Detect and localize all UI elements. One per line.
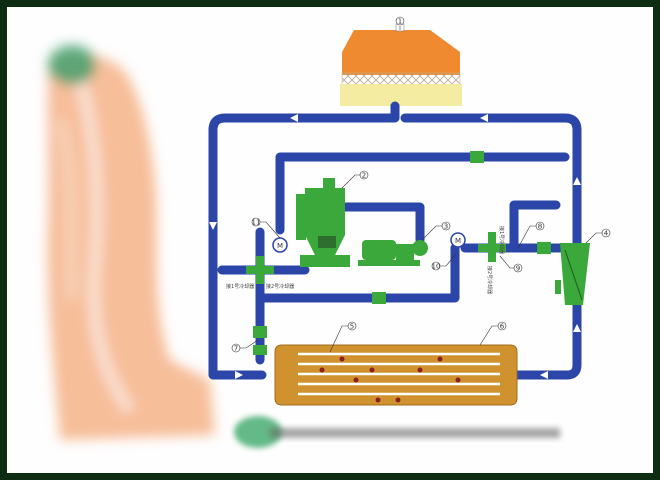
arrow-right xyxy=(235,371,243,379)
arrow-up xyxy=(573,324,581,332)
callout-8: 8 xyxy=(535,221,545,231)
three-way-valves xyxy=(246,232,506,284)
decorative-blur-left xyxy=(47,45,215,440)
svg-text:2: 2 xyxy=(362,172,366,180)
callout-1: 1 xyxy=(395,16,405,26)
valve-label-left-b: 接2号冷却器 xyxy=(266,283,294,290)
leader-lines xyxy=(240,26,602,353)
cooling-tower xyxy=(340,23,462,106)
valve-cross-left xyxy=(246,256,274,284)
svg-text:10: 10 xyxy=(432,263,441,271)
svg-text:8: 8 xyxy=(538,223,542,231)
motorized-valves: M M xyxy=(272,232,466,253)
valve-right xyxy=(537,242,551,254)
pipe-right-return xyxy=(400,113,582,250)
pump-motor xyxy=(358,240,428,266)
callout-9: 9 xyxy=(513,263,523,273)
flow-arrows xyxy=(209,114,581,379)
valve-left-drop-2 xyxy=(253,345,267,355)
svg-text:3: 3 xyxy=(444,223,448,231)
svg-text:11: 11 xyxy=(252,219,261,227)
callout-numbers: 1 2 3 4 5 6 7 8 xyxy=(231,16,611,353)
treatment-tank xyxy=(296,178,350,267)
cooling-tower-fill-mesh xyxy=(341,72,461,86)
arrow-left xyxy=(540,371,548,379)
svg-text:7: 7 xyxy=(234,345,238,353)
valve-cross-right xyxy=(478,232,506,262)
heat-exchanger xyxy=(274,344,518,406)
pipe-valves xyxy=(253,151,551,355)
svg-text:6: 6 xyxy=(500,323,505,331)
valve-left-drop xyxy=(253,326,267,338)
valve-label-left-a: 接1号冷却器 xyxy=(226,283,254,290)
arrow-up xyxy=(573,177,581,185)
arrow-down xyxy=(209,222,217,230)
callout-10: 10 xyxy=(432,261,441,271)
arrow-left xyxy=(290,114,298,122)
svg-text:1: 1 xyxy=(398,18,402,26)
svg-text:5: 5 xyxy=(350,323,354,331)
svg-text:9: 9 xyxy=(516,265,520,273)
motor-valve-right-label: M xyxy=(455,237,461,245)
callout-7: 7 xyxy=(231,343,241,353)
condenser-unit xyxy=(555,243,590,305)
callout-6: 6 xyxy=(497,321,507,331)
pipe-left-loop xyxy=(208,101,400,380)
valve-labels: 接1号冷却器 接2号冷却器 接1号冷却器 接2号冷却器 xyxy=(226,226,505,294)
valve-bottom xyxy=(372,292,386,304)
pipe-right-branch xyxy=(509,200,561,253)
motor-valve-left-label: M xyxy=(277,242,283,250)
pipe-pump-suction xyxy=(340,202,425,245)
callout-3: 3 xyxy=(441,221,451,231)
motor-valve-right xyxy=(450,232,466,248)
cooling-tower-basin xyxy=(340,84,462,106)
callout-5: 5 xyxy=(347,321,357,331)
cooling-tower-top xyxy=(342,30,460,75)
valve-label-right-a: 接1号冷却器 xyxy=(498,226,505,254)
pipe-lower-branch xyxy=(255,243,460,303)
valve-label-right-b: 接2号冷却器 xyxy=(486,266,493,294)
callout-11: 11 xyxy=(252,217,261,227)
decorative-blur-bottom xyxy=(234,416,560,448)
callout-4: 4 xyxy=(601,228,611,238)
svg-text:4: 4 xyxy=(604,230,609,238)
arrow-left xyxy=(480,114,488,122)
pipe-right-lower xyxy=(509,295,582,380)
valve-top xyxy=(470,151,484,163)
callout-2: 2 xyxy=(359,170,369,180)
